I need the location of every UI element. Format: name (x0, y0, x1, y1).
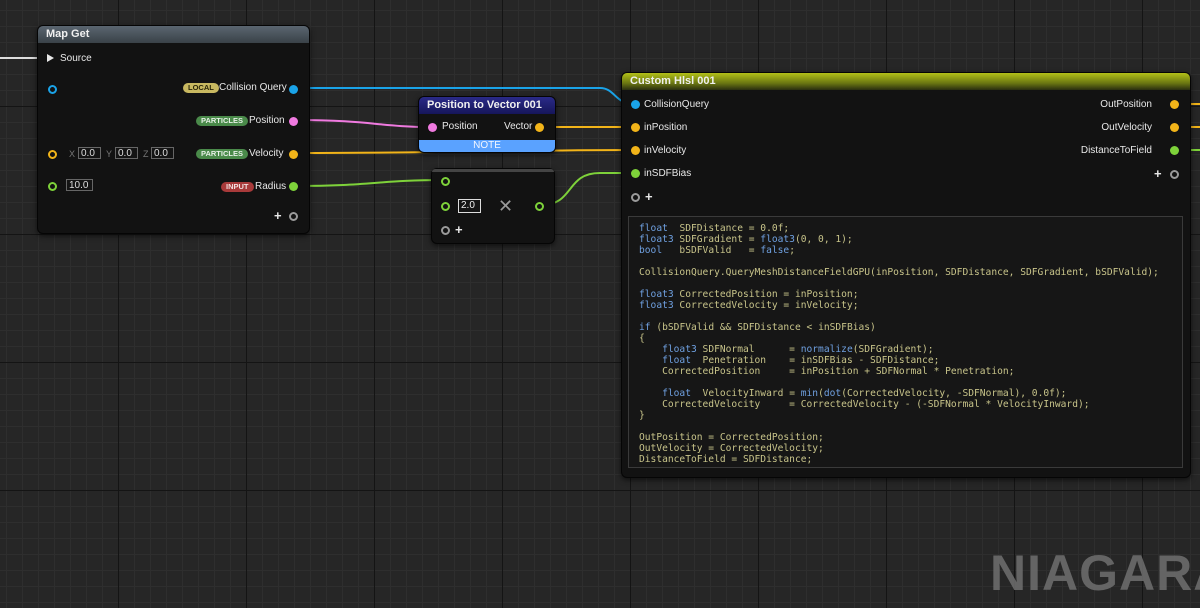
local-tag: LOCAL (183, 83, 219, 93)
inposition-input-label: inPosition (644, 122, 688, 133)
code-line: } (639, 410, 645, 421)
code-line: OutPosition = CorrectedPosition; (639, 432, 824, 443)
outvelocity-output-label: OutVelocity (1101, 122, 1152, 133)
code-line: float3 SDFNormal = normalize(SDFGradient… (662, 344, 934, 355)
particles-tag-position: PARTICLES (196, 116, 248, 126)
invelocity-input-label: inVelocity (644, 145, 687, 156)
code-line (639, 377, 1172, 388)
code-line: CorrectedPosition = inPosition + SDFNorm… (639, 366, 1015, 377)
collision-query-input-pin[interactable] (48, 85, 57, 94)
custom-hlsl-node[interactable]: Custom Hlsl 001 CollisionQuery inPositio… (621, 72, 1191, 478)
velocity-input-pin[interactable] (48, 150, 57, 159)
velocity-x-axis-label: X (69, 149, 76, 159)
hlsl-code-editor[interactable]: float SDFDistance = 0.0f;float3 SDFGradi… (628, 216, 1183, 468)
code-line: float SDFDistance = 0.0f; (639, 223, 790, 234)
code-line: float3 CorrectedPosition = inPosition; (639, 289, 859, 300)
velocity-label: Velocity (249, 148, 284, 159)
map-get-node[interactable]: Map Get Source LOCAL Collision Query PAR… (37, 25, 310, 234)
code-line (639, 278, 1172, 289)
code-line: float3 CorrectedVelocity = inVelocity; (639, 300, 859, 311)
outvelocity-output-pin[interactable] (1170, 123, 1179, 132)
add-pin-icon[interactable]: + (274, 208, 282, 223)
multiply-node[interactable]: 2.0 ✕ + (431, 168, 555, 244)
multiply-add-icon[interactable]: + (455, 222, 463, 237)
niagara-watermark: NIAGARA (990, 545, 1200, 601)
position-input-label: Position (442, 121, 478, 132)
code-line (639, 256, 1172, 267)
radius-label: Radius (255, 181, 287, 192)
multiply-b-field[interactable]: 2.0 (458, 199, 481, 213)
multiply-add-pin[interactable] (441, 226, 450, 235)
insdfbias-input-label: inSDFBias (644, 168, 692, 179)
multiply-output-pin[interactable] (535, 202, 544, 211)
code-line: bool bSDFValid = false; (639, 245, 795, 256)
collision-query-output-pin[interactable] (289, 85, 298, 94)
radius-field[interactable]: 10.0 (66, 179, 93, 191)
add-output-pin-hlsl[interactable] (1170, 170, 1179, 179)
code-line: OutVelocity = CorrectedVelocity; (639, 443, 824, 454)
code-line (639, 421, 1172, 432)
insdfbias-input-pin[interactable] (631, 169, 640, 178)
custom-hlsl-title: Custom Hlsl 001 (622, 73, 1190, 90)
map-get-title: Map Get (38, 26, 309, 43)
multiply-input-a-pin[interactable] (441, 177, 450, 186)
code-line (639, 311, 1172, 322)
wire-radius (296, 179, 445, 187)
add-output-icon[interactable]: + (1154, 166, 1162, 181)
code-line: { (639, 333, 645, 344)
wire-position (296, 119, 433, 128)
radius-output-pin[interactable] (289, 182, 298, 191)
multiply-header (432, 169, 554, 172)
source-label: Source (60, 53, 92, 64)
code-line: DistanceToField = SDFDistance; (639, 454, 813, 465)
vector-output-label: Vector (504, 121, 533, 132)
position-input-pin[interactable] (428, 123, 437, 132)
distancetofield-output-label: DistanceToField (1080, 145, 1152, 156)
position-to-vector-title: Position to Vector 001 (419, 97, 555, 114)
velocity-x-field[interactable]: 0.0 (78, 147, 101, 159)
multiply-icon: ✕ (498, 196, 514, 216)
velocity-y-axis-label: Y (106, 149, 113, 159)
vector-output-pin[interactable] (535, 123, 544, 132)
note-bar[interactable]: NOTE (419, 140, 555, 152)
code-line: CorrectedVelocity = CorrectedVelocity - … (639, 399, 1090, 410)
code-line: float Penetration = inSDFBias - SDFDista… (662, 355, 940, 366)
code-line: CollisionQuery.QueryMeshDistanceFieldGPU… (639, 267, 1159, 278)
collision-query-label: Collision Query (219, 82, 287, 93)
radius-input-pin[interactable] (48, 182, 57, 191)
code-line: float3 SDFGradient = float3(0, 0, 1); (639, 234, 853, 245)
position-label: Position (249, 115, 285, 126)
velocity-z-axis-label: Z (143, 149, 149, 159)
add-output-pin[interactable] (289, 212, 298, 221)
add-input-icon[interactable]: + (645, 189, 653, 204)
inposition-input-pin[interactable] (631, 123, 640, 132)
add-input-pin[interactable] (631, 193, 640, 202)
source-exec-pin[interactable] (47, 54, 54, 62)
outposition-output-label: OutPosition (1100, 99, 1152, 110)
collisionquery-input-pin[interactable] (631, 100, 640, 109)
collisionquery-input-label: CollisionQuery (644, 99, 710, 110)
distancetofield-output-pin[interactable] (1170, 146, 1179, 155)
multiply-input-b-pin[interactable] (441, 202, 450, 211)
velocity-y-field[interactable]: 0.0 (115, 147, 138, 159)
invelocity-input-pin[interactable] (631, 146, 640, 155)
velocity-z-field[interactable]: 0.0 (151, 147, 174, 159)
position-to-vector-node[interactable]: Position to Vector 001 Position Vector N… (418, 96, 556, 153)
velocity-output-pin[interactable] (289, 150, 298, 159)
particles-tag-velocity: PARTICLES (196, 149, 248, 159)
input-tag: INPUT (221, 182, 254, 192)
outposition-output-pin[interactable] (1170, 100, 1179, 109)
code-line: float VelocityInward = min(dot(Corrected… (662, 388, 1067, 399)
code-line: if (bSDFValid && SDFDistance < inSDFBias… (639, 322, 876, 333)
position-output-pin[interactable] (289, 117, 298, 126)
